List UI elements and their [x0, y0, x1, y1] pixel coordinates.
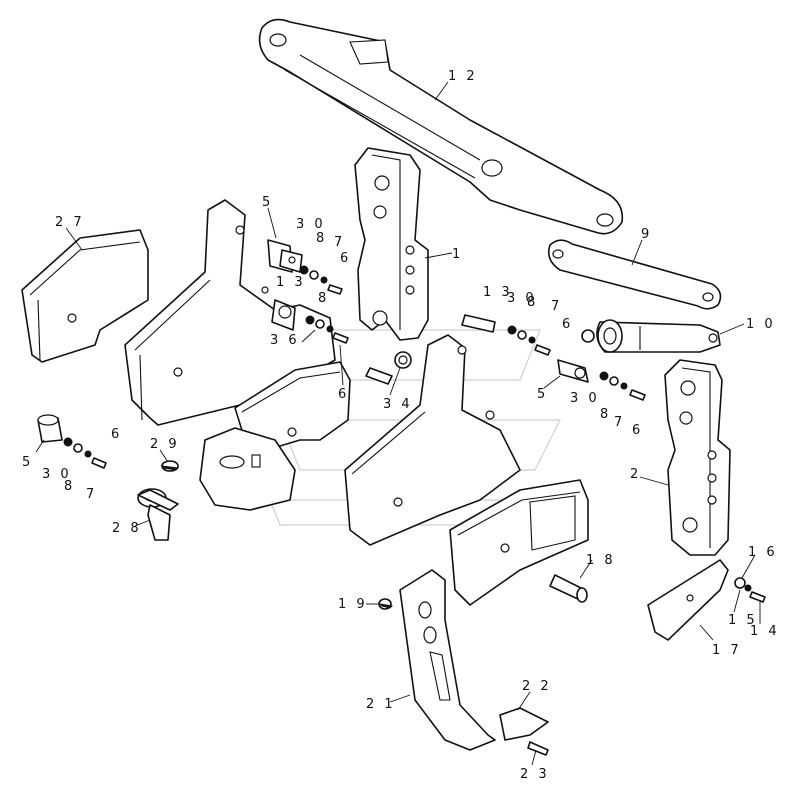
callout-labels: 1 2 9 1 0 1 2 2 7 5 3 0 8 7 6 1 3 8 3 6 …	[22, 69, 780, 782]
callout-5-upper: 5	[262, 195, 273, 210]
part-22-clip	[499, 707, 549, 741]
pin-set-mid-left	[271, 299, 349, 344]
callout-10: 1 0	[746, 317, 776, 332]
part-34-nut	[365, 351, 412, 385]
leader-lines	[35, 81, 761, 766]
callout-34: 3 4	[383, 397, 413, 412]
callout-36: 3 6	[270, 333, 300, 348]
callout-1: 1	[452, 247, 463, 262]
part-10-hydraulic-cylinder	[581, 319, 721, 353]
callout-6-mid: 6	[338, 387, 349, 402]
pin-set-left	[37, 414, 107, 469]
callout-8-center: 8	[600, 407, 611, 422]
callout-9: 9	[641, 227, 652, 242]
callout-19: 1 9	[338, 597, 368, 612]
callout-5-left: 5	[22, 455, 33, 470]
callout-27: 2 7	[55, 215, 85, 230]
callout-2: 2	[630, 467, 641, 482]
part-19-lynch-pin	[378, 598, 394, 610]
pin-set-center	[461, 314, 551, 356]
callout-30-right: 3 0	[507, 291, 537, 306]
callout-7-right: 7	[551, 299, 562, 314]
part-18-pin	[549, 574, 588, 603]
callout-22: 2 2	[522, 679, 552, 694]
callout-30-upper: 3 0	[296, 217, 326, 232]
callout-28: 2 8	[112, 521, 142, 536]
callout-5-center: 5	[537, 387, 548, 402]
callout-30-center: 3 0	[570, 391, 600, 406]
part-21-link-bar	[399, 569, 496, 751]
callout-6-right: 6	[562, 317, 573, 332]
callout-6-left: 6	[111, 427, 122, 442]
part-9-link-arm	[547, 239, 722, 310]
callout-21: 2 1	[366, 697, 396, 712]
part-12-top-beam	[258, 18, 624, 235]
callout-7-upper: 7	[334, 235, 345, 250]
callout-15: 1 5	[728, 613, 758, 628]
part-1-center-bracket	[354, 147, 429, 341]
callout-30-left: 3 0	[42, 467, 72, 482]
part-27-left-plate	[21, 229, 149, 363]
hitch-assembly	[199, 427, 296, 511]
part-23-small-pin	[527, 741, 549, 756]
callout-13-left: 1 3	[276, 275, 306, 290]
callout-7-center: 7	[614, 415, 625, 430]
callout-23: 2 3	[520, 767, 550, 782]
frame-assembly	[124, 199, 589, 606]
pin-set-upper-left	[267, 239, 343, 295]
part-29-lynch-pin	[160, 460, 180, 472]
part-2-right-bracket	[664, 359, 731, 556]
part-28-lift-pin	[137, 488, 179, 541]
callout-8-left: 8	[64, 479, 75, 494]
callout-16: 1 6	[748, 545, 778, 560]
part-17-cover-plate	[647, 559, 729, 641]
callout-8-upper: 8	[316, 231, 327, 246]
callout-18: 1 8	[586, 553, 616, 568]
callout-12: 1 2	[448, 69, 478, 84]
callout-8-right: 8	[527, 295, 538, 310]
callout-17: 1 7	[712, 643, 742, 658]
pin-set-center-lower	[557, 359, 646, 401]
callout-13-right: 1 3	[483, 285, 513, 300]
callout-7-left: 7	[86, 487, 97, 502]
pin-set-plate-bolts	[734, 577, 766, 603]
callout-6-upper: 6	[340, 251, 351, 266]
callout-6-center: 6	[632, 423, 643, 438]
callout-29: 2 9	[150, 437, 180, 452]
callout-14: 1 4	[750, 624, 780, 639]
callout-8-mid: 8	[318, 291, 329, 306]
